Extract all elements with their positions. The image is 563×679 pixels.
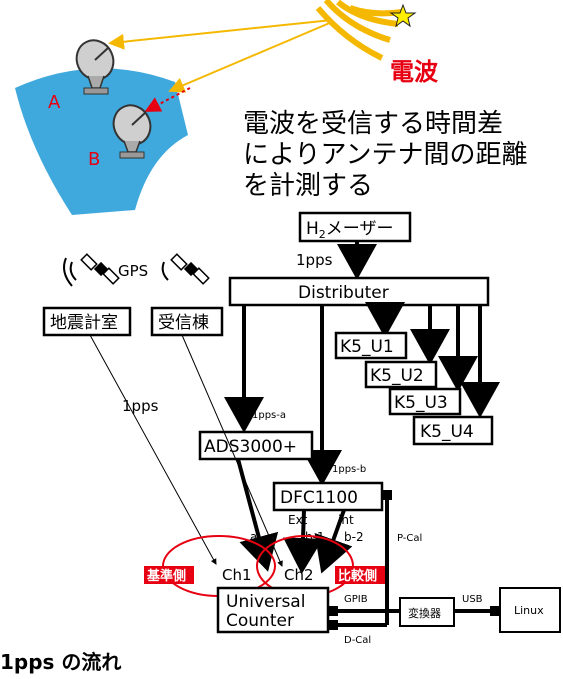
gpib-label: GPIB [344,594,368,605]
h2-maser-label: H2メーザー [306,219,393,241]
counter-label-2: Counter [226,611,294,631]
b2-label: b-2 [344,530,364,544]
converter-box [399,597,455,627]
a-label: a [250,530,257,544]
delay-line [144,87,191,112]
reference-side-tag [144,566,194,584]
seismic-room-box [42,306,132,337]
ch2-label: Ch2 [284,566,314,584]
dfc1100-box [272,481,384,512]
ch1-label: Ch1 [222,566,252,584]
dfc-connector [382,490,392,500]
universal-counter-box [216,586,330,634]
dfc-int-to-ch2 [314,509,353,574]
k5-u2-box [364,360,438,389]
radio-wave-label: 電波 [390,58,439,86]
pps-b-label: 1pps-b [332,464,366,475]
antenna-b-icon [112,104,152,159]
description-line-2: によりアンテナ間の距離 [243,140,527,170]
k5-u3-box [388,387,462,416]
label-a: A [48,92,61,113]
d-cal-label: D-Cal [344,635,371,646]
k5-u4-box [412,415,494,446]
receiving-building-label: 受信棟 [158,313,209,333]
counter-label-1: Universal [226,592,305,612]
counter-connector-2 [328,620,338,630]
caption: 1pps の流れ [0,650,121,674]
description-line-3: を計測する [243,171,373,201]
k5-u1-label: K5_U1 [340,337,394,357]
k5-feed-lines [365,302,500,418]
description-line-1: 電波を受信する時間差 [243,109,503,139]
p-cal-label: P-Cal [397,533,422,544]
pps-a-label: 1pps-a [252,410,286,421]
satellite-icon [63,253,120,287]
comparison-side-tag [335,566,385,584]
receiving-to-ch2 [181,334,283,567]
satellite-icon-2 [161,253,210,285]
converter-label: 変換器 [408,606,441,620]
counter-connector-1 [328,606,338,616]
ads3000-box [198,430,314,461]
k5-u2-label: K5_U2 [370,366,424,386]
seismic-to-ch1 [89,334,217,565]
pps-left-label: 1pps [122,397,159,415]
k5-u1-box [334,331,408,360]
usb-label: USB [462,594,483,605]
ext-label: Ext [288,513,308,527]
ads-to-ch2 [236,458,279,572]
linux-label: Linux [514,604,544,617]
usb-connector [490,606,500,616]
int-label: int [338,513,354,527]
dfc-ext-to-ch2 [283,509,323,574]
receiving-building-box [150,306,224,337]
antenna-a-icon [75,39,115,95]
ads3000-label: ADS3000+ [204,437,297,457]
distributer-label: Distributer [298,283,389,303]
dfc1100-label: DFC1100 [280,488,358,508]
distributer-box [228,276,490,307]
reference-side-label: 基準側 [146,568,186,584]
k5-u3-label: K5_U3 [394,393,448,413]
seismic-room-label: 地震計室 [50,313,118,333]
radio-waves [315,0,403,61]
signal-line-a [108,19,333,50]
signal-line-b [168,21,333,93]
gps-label: GPS [118,262,148,280]
linux-box [499,587,561,633]
star-icon [389,3,417,28]
label-b: B [88,149,100,170]
comparison-side-label: 比較側 [338,568,377,584]
pps-top-label: 1pps [296,251,333,269]
k5-u4-label: K5_U4 [420,422,474,442]
